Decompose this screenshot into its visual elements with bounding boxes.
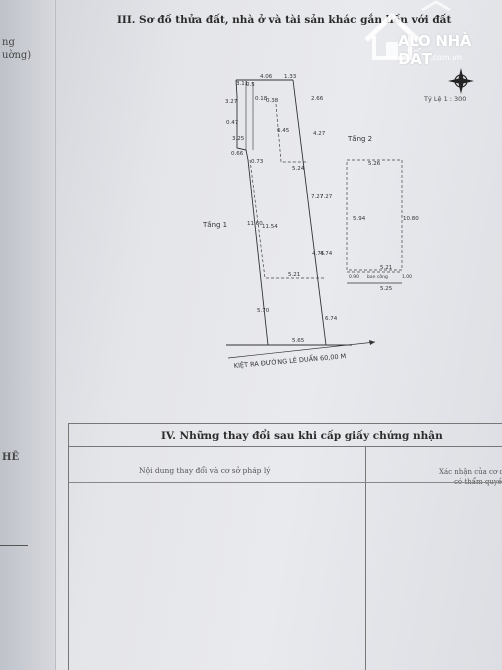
floor2-outline (346, 159, 403, 271)
dimension-label: 0.18 (255, 96, 268, 102)
section-4-table: IV. Những thay đổi sau khi cấp giấy chứn… (68, 423, 502, 670)
plot-left-edge (235, 79, 269, 346)
dimension-label: 0.5 (246, 82, 255, 88)
dimension-label: 0.66 (231, 151, 244, 157)
margin-line (0, 545, 28, 546)
column-header-confirmation: Xác nhận của cơ quan (439, 468, 502, 476)
dimension-label: 3.11 (236, 81, 248, 87)
dimension-label: 5.25 (380, 286, 393, 292)
dimension-label: 4.74 (320, 251, 333, 257)
dimension-label: 0.90 (349, 274, 359, 280)
plot-right-edge (292, 79, 327, 346)
alo-nha-dat-logo (364, 0, 451, 60)
dimension-label: 5.70 (257, 308, 270, 314)
dimension-label: 5.21 (288, 272, 300, 278)
left-page-edge: ng uờng) HÊ (0, 0, 56, 670)
dimension-label: 2.66 (311, 96, 324, 102)
floor1-inner-outline (249, 159, 325, 279)
section-4-title: IV. Những thay đổi sau khi cấp giấy chứn… (161, 430, 443, 442)
dimension-label: 11.60 (247, 221, 263, 227)
dimension-label: 4.06 (260, 74, 273, 80)
dimension-label: 0.47 (226, 120, 239, 126)
dimension-label: 4.27 (313, 131, 326, 137)
floor1-inner-top (275, 103, 308, 163)
section-3-title: III. Sơ đồ thửa đất, nhà ở và tài sản kh… (117, 14, 452, 26)
dimension-label: 10.80 (403, 216, 419, 222)
dimension-label: ban công (367, 273, 388, 280)
dimension-label: 7.27 (320, 194, 333, 200)
dimension-label: 4.75 (312, 251, 325, 257)
dimension-label: 11.54 (262, 224, 278, 230)
dimension-label: 1.33 (284, 74, 297, 80)
dimension-label: 0.38 (266, 98, 279, 104)
dimension-label: 5.24 (292, 166, 305, 172)
floor1-label: Tầng 1 (202, 221, 227, 229)
floor2-label: Tầng 2 (347, 135, 372, 143)
dimension-label: 6.45 (277, 128, 290, 134)
dimension-label: 1.00 (402, 274, 412, 280)
dimension-label: 5.94 (353, 216, 366, 222)
dimension-label: 5.21 (380, 265, 392, 271)
margin-text-3: HÊ (2, 452, 20, 463)
section-4-header: IV. Những thay đổi sau khi cấp giấy chứn… (69, 424, 502, 447)
margin-text-1: ng (2, 37, 15, 48)
header-divider (69, 482, 502, 483)
dimension-label: 3.27 (225, 99, 238, 105)
road-arrow-line (227, 341, 376, 359)
column-header-content: Nội dung thay đổi và cơ sở pháp lý (139, 466, 271, 475)
dimension-label: 5.65 (292, 338, 305, 344)
road-label: KIỆT RA ĐƯỜNG LÊ DUẨN 60,00 M (233, 350, 346, 370)
watermark-domain: .com.vn (430, 53, 462, 62)
column-divider (365, 446, 366, 670)
dimension-label: 7.27 (311, 194, 324, 200)
land-plot-diagram: Tầng 1 Tầng 2 KIỆT RA ĐƯỜNG LÊ DUẨN 60,0… (202, 74, 419, 370)
dimension-label: 3.25 (232, 136, 245, 142)
scale-label: Tỷ Lệ 1 : 300 (424, 95, 467, 103)
dimension-label: 6.74 (325, 316, 338, 322)
dimension-label: 5.26 (368, 161, 381, 167)
watermark-brand: ALO NHÀ ĐẤT (398, 32, 472, 68)
margin-text-2: uờng) (2, 50, 32, 61)
north-arrow-icon (448, 68, 474, 94)
dimension-label: 0.73 (251, 159, 264, 165)
road-arrow-icon (369, 340, 375, 345)
